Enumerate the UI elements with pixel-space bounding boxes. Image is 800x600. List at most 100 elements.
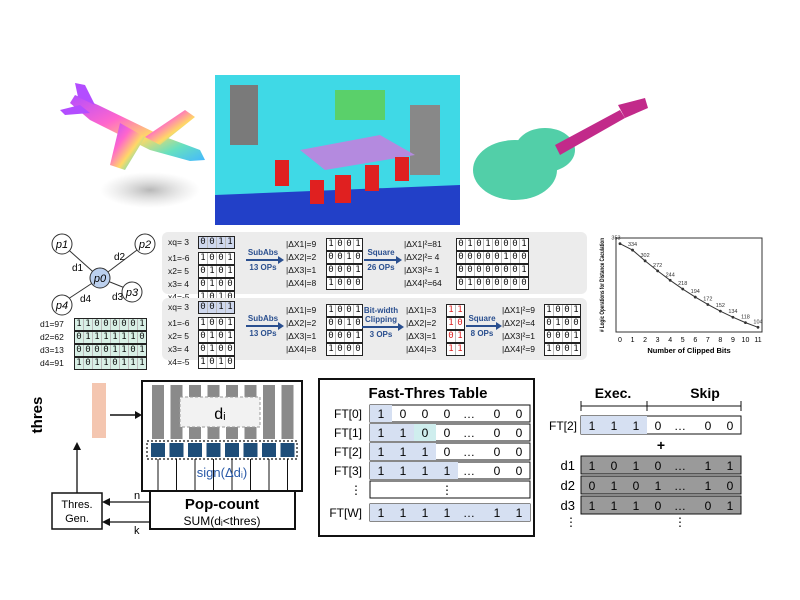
bit-cell: 1 <box>225 252 234 264</box>
table-cell: 1 <box>516 506 523 520</box>
step-ops: 3 OPs <box>369 330 393 339</box>
sign-cell <box>206 443 221 457</box>
step-name: SubAbs <box>247 314 279 323</box>
data-point <box>744 321 747 324</box>
d-row-frame <box>580 455 742 475</box>
value-label: |ΔX2|²=4 <box>502 318 536 328</box>
d-cell: 0 <box>655 459 662 473</box>
di-box <box>179 396 261 428</box>
value-label: |ΔX2|²= 4 <box>404 252 440 262</box>
thres-label: thres <box>30 397 46 434</box>
sign-cell <box>243 443 258 457</box>
sign-cell <box>280 443 295 457</box>
table-row-label: FT[2] <box>334 445 362 459</box>
d-row-frame <box>580 475 742 495</box>
d-cell: 1 <box>705 459 712 473</box>
bit-cell: 1 <box>92 357 101 369</box>
di-label: dᵢ <box>214 406 225 423</box>
arrow-icon <box>362 323 404 331</box>
d-cell: 0 <box>589 479 596 493</box>
d-row-label: d2 <box>561 478 575 493</box>
table-cell: 1 <box>378 464 385 478</box>
bit-cell: 1 <box>465 277 474 289</box>
step-name: Square <box>367 248 395 257</box>
bit-cell: 0 <box>216 330 225 342</box>
table-cell: 0 <box>400 407 407 421</box>
data-point <box>706 303 710 306</box>
table-cell: 1 <box>444 506 451 520</box>
guitar-point-cloud-image <box>473 98 648 200</box>
bit-cell: 0 <box>207 317 216 329</box>
bit-cell: 1 <box>353 304 362 316</box>
d-cell: 1 <box>705 479 712 493</box>
table-row-label: FT[1] <box>334 426 362 440</box>
bit-cell: 1 <box>546 343 552 354</box>
value-label: |ΔX3|=1 <box>286 331 317 341</box>
pipeline-step: Square 26 OPs <box>360 248 402 272</box>
bit-cell: 1 <box>328 238 334 249</box>
x-tick-label: 10 <box>742 337 750 344</box>
value-label: |ΔX1|=9 <box>286 239 317 249</box>
bit-cell: 1 <box>207 278 216 290</box>
data-label: 302 <box>640 253 649 259</box>
bit-cell: 0 <box>335 251 344 263</box>
value-label: |ΔX2|=2 <box>406 318 437 328</box>
step-ops: 26 OPs <box>367 263 395 272</box>
bit-cell: 0 <box>83 357 92 369</box>
bit-cell: 1 <box>353 330 362 342</box>
plot-frame <box>615 237 763 333</box>
d-cell: 1 <box>611 479 618 493</box>
bit-cell: 1 <box>207 343 216 355</box>
d-row-frame <box>580 495 742 515</box>
x-tick-label: 5 <box>681 337 685 344</box>
bit-cell: 1 <box>448 343 454 354</box>
n-label: n <box>134 490 140 502</box>
x-tick-label: 2 <box>643 337 647 344</box>
k-label: k <box>134 525 140 537</box>
bit-cell: 1 <box>83 331 92 343</box>
arrow-icon <box>466 322 502 330</box>
table-cell: 0 <box>516 464 523 478</box>
table-cell: 0 <box>444 426 451 440</box>
d-cell: 0 <box>611 459 618 473</box>
svg-text:p2: p2 <box>138 239 151 251</box>
bit-cell: 1 <box>465 238 474 250</box>
bit-cell: 0 <box>455 317 464 329</box>
node-p2: p2 <box>134 233 156 255</box>
distance-bar <box>281 385 294 439</box>
bit-cell: 0 <box>207 356 216 368</box>
table-cell: 1 <box>422 464 429 478</box>
bit-cell: 0 <box>562 343 571 355</box>
table-cell: 1 <box>378 426 385 440</box>
bit-cell: 0 <box>510 264 519 276</box>
bit-cell: 0 <box>83 344 92 356</box>
table-row-label: FT[W] <box>329 506 362 520</box>
value-label: |ΔX2|=2 <box>286 318 317 328</box>
bit-cell: 1 <box>455 343 464 355</box>
x-tick-label: 6 <box>693 337 697 344</box>
